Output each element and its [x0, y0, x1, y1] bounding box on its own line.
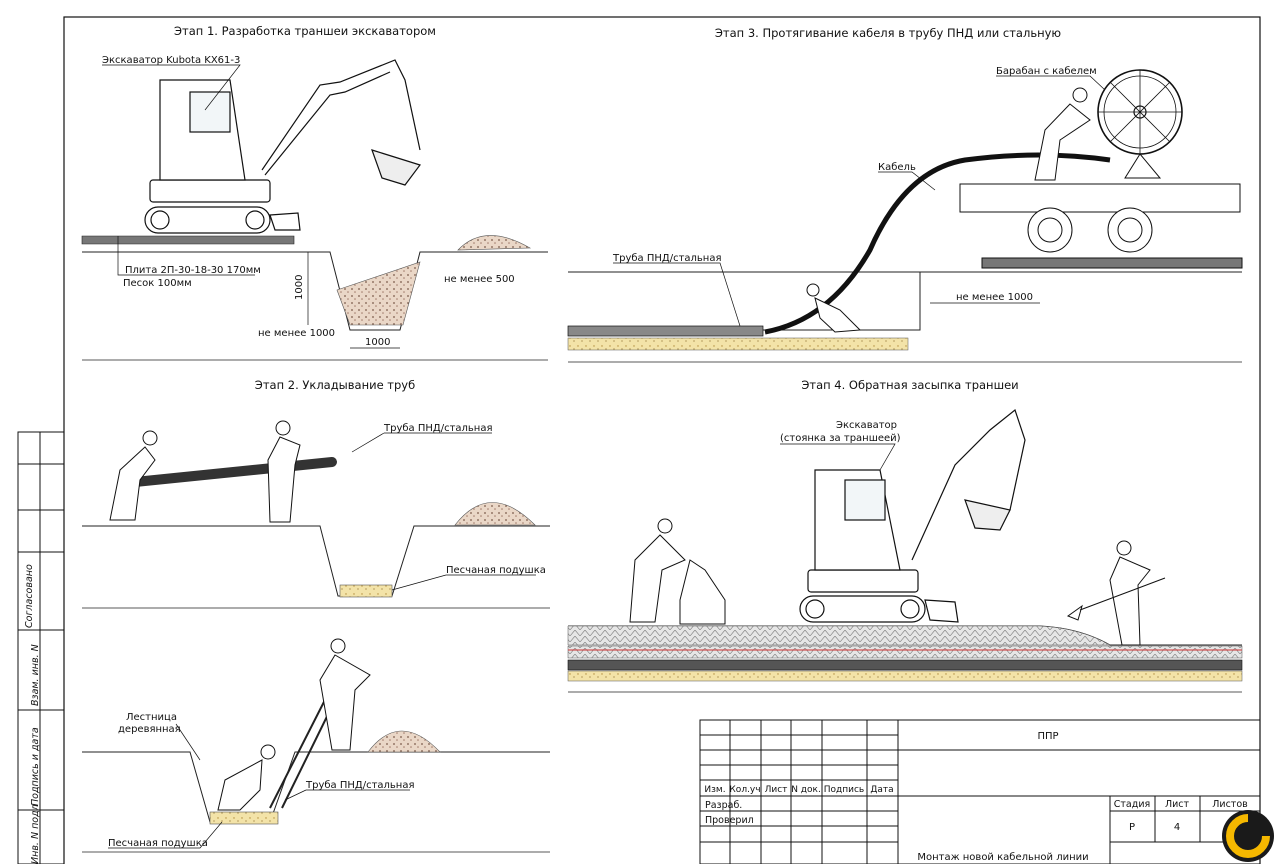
- stage1-panel: Этап 1. Разработка траншеи экскаватором …: [81, 24, 548, 361]
- stage4-title: Этап 4. Обратная засыпка траншеи: [801, 378, 1018, 392]
- title-checked: Проверил: [705, 815, 754, 826]
- stage3-dim-min1000: не менее 1000: [956, 292, 1033, 303]
- stamp-sign-date: Подпись и дата: [30, 727, 41, 806]
- title-developed: Разраб.: [705, 800, 742, 811]
- truck-trailer-icon: [959, 183, 1243, 269]
- workers-icon-3: [629, 518, 1166, 646]
- excavator-icon: [144, 59, 421, 234]
- stage2-ladder-label-2: деревянная: [118, 724, 181, 735]
- stage1-dim-width: 1000: [365, 337, 390, 348]
- title-header-cell: Кол.уч: [729, 785, 760, 795]
- stage3-cable-label: Кабель: [878, 162, 916, 173]
- title-sheet-v: 4: [1174, 822, 1180, 833]
- stage1-excavator-label: Экскаватор Kubota KX61-3: [102, 55, 240, 66]
- title-sheet-h: Лист: [1165, 799, 1190, 810]
- title-sheets-h: Листов: [1212, 799, 1248, 810]
- stage4-excavator-label-1: Экскаватор: [836, 420, 897, 431]
- stage3-pipe-label: Труба ПНД/стальная: [612, 253, 722, 264]
- stage1-slab-label: Плита 2П-30-18-30 170мм: [125, 265, 261, 276]
- title-project: ППР: [1037, 731, 1058, 742]
- title-name: Монтаж новой кабельной линии: [917, 852, 1088, 863]
- stage2-pipe-label: Труба ПНД/стальная: [383, 423, 493, 434]
- title-stage-h: Стадия: [1114, 799, 1150, 810]
- excavator-icon-2: [799, 408, 1026, 623]
- stage4-excavator-label-2: (стоянка за траншеей): [780, 433, 901, 444]
- soil-pile: [457, 235, 532, 251]
- workers-icon-2: [217, 638, 371, 811]
- stage2-sand-label: Песчаная подушка: [446, 565, 546, 576]
- stage1-dim-depth: 1000: [294, 275, 305, 300]
- cable-drum-icon: [1097, 69, 1183, 179]
- worker-icon: [806, 87, 1091, 333]
- title-block: [699, 719, 1261, 864]
- title-header-cell: Дата: [870, 785, 893, 795]
- stage2-panel: Этап 2. Укладывание труб Труба ПНД/сталь…: [82, 378, 550, 853]
- stamp-agreed: Согласовано: [24, 564, 35, 628]
- stage3-pipe: [567, 325, 764, 337]
- title-header-cell: Изм.: [704, 785, 725, 795]
- pipe-carried: [130, 457, 337, 487]
- stage2-ladder-label-1: Лестница: [126, 712, 177, 723]
- stage3-title: Этап 3. Протягивание кабеля в трубу ПНД …: [715, 26, 1062, 40]
- title-header-cell: N док.: [791, 785, 821, 795]
- stage3-drum-label: Барабан с кабелем: [996, 66, 1097, 77]
- title-stage-v: Р: [1129, 822, 1135, 833]
- stamp-inv-replace: Взам. инв. N: [30, 644, 41, 706]
- stage2-title: Этап 2. Укладывание труб: [255, 378, 415, 392]
- title-header-cell: Подпись: [824, 785, 864, 795]
- road-slab: [81, 235, 295, 245]
- side-stamp: [17, 431, 65, 864]
- stage2-pipe-label-2: Труба ПНД/стальная: [305, 780, 415, 791]
- stage1-sand-label: Песок 100мм: [123, 278, 192, 289]
- stage1-dim-min1000: не менее 1000: [258, 328, 335, 339]
- stage4-panel: Этап 4. Обратная засыпка траншеи Экскава…: [567, 378, 1243, 693]
- stage3-panel: Этап 3. Протягивание кабеля в трубу ПНД …: [567, 26, 1243, 363]
- sheet-frame: [63, 16, 1261, 864]
- stage1-title: Этап 1. Разработка траншеи экскаватором: [174, 24, 436, 38]
- stamp-inv-orig: Инв. N подл: [30, 804, 41, 864]
- logo-icon: [1222, 810, 1274, 862]
- stage1-dim-min500: не менее 500: [444, 274, 515, 285]
- workers-icon: [109, 420, 301, 523]
- title-header-cell: Лист: [765, 785, 788, 795]
- stage2-sand-label-2: Песчаная подушка: [108, 838, 208, 849]
